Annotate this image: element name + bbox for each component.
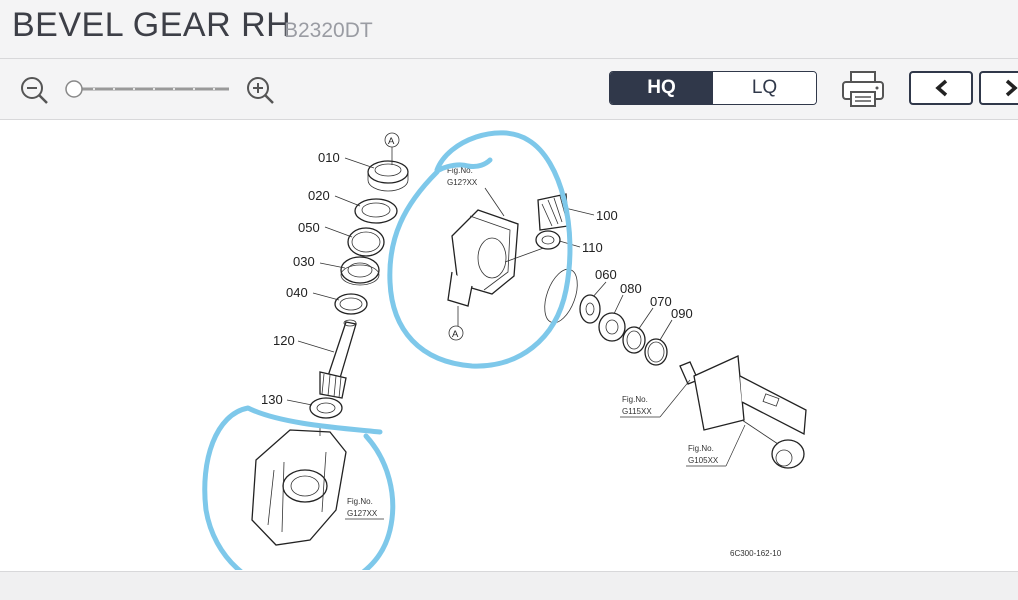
annotation-circle-upper bbox=[387, 130, 573, 369]
fig-ref-axle-flange[interactable]: G115XX bbox=[622, 407, 652, 416]
zoom-out-icon[interactable] bbox=[18, 74, 50, 106]
footer-bar bbox=[0, 571, 1018, 600]
quality-hq-button[interactable]: HQ bbox=[610, 72, 713, 104]
label-130: 130 bbox=[261, 392, 283, 407]
part-090-ring[interactable] bbox=[644, 338, 668, 366]
quality-lq-button[interactable]: LQ bbox=[713, 72, 816, 104]
label-080: 080 bbox=[620, 281, 642, 296]
page-title: BEVEL GEAR RH bbox=[12, 6, 292, 44]
label-090: 090 bbox=[671, 306, 693, 321]
next-page-button[interactable] bbox=[979, 71, 1018, 105]
part-020-ring[interactable] bbox=[354, 198, 398, 224]
part-110-bearing[interactable] bbox=[535, 230, 561, 250]
label-050: 050 bbox=[298, 220, 320, 235]
header-bar: BEVEL GEAR RH B2320DT bbox=[0, 0, 1018, 59]
label-070: 070 bbox=[650, 294, 672, 309]
fig-no-label-4: Fig.No. bbox=[688, 444, 714, 453]
reference-a-top: A bbox=[388, 136, 395, 147]
part-030-bearing[interactable] bbox=[340, 256, 380, 286]
chevron-right-icon bbox=[1005, 79, 1018, 97]
fig-ref-axle-tube[interactable]: G105XX bbox=[688, 456, 719, 465]
label-010: 010 bbox=[318, 150, 340, 165]
label-110: 110 bbox=[582, 240, 603, 255]
part-070-ring[interactable] bbox=[622, 326, 646, 354]
fig-ref-lower[interactable]: G127XX bbox=[347, 509, 378, 518]
parts-diagram: 010 020 050 030 040 120 130 100 110 060 … bbox=[202, 130, 807, 570]
chevron-left-icon bbox=[935, 79, 948, 97]
fig-no-label-3: Fig.No. bbox=[622, 395, 648, 404]
fig-ref-upper[interactable]: G12?XX bbox=[447, 178, 478, 187]
part-060-gear[interactable] bbox=[579, 294, 601, 324]
gearbox-housing-lower[interactable] bbox=[251, 426, 347, 546]
zoom-slider-handle[interactable] bbox=[65, 80, 83, 98]
fig-no-label-1: Fig.No. bbox=[447, 166, 473, 175]
label-040: 040 bbox=[286, 285, 308, 300]
part-040-ring[interactable] bbox=[334, 293, 368, 315]
reference-a-marker-bottom bbox=[448, 325, 464, 341]
part-130-bearing[interactable] bbox=[309, 397, 343, 419]
zoom-slider[interactable] bbox=[64, 78, 234, 100]
label-100: 100 bbox=[596, 208, 618, 223]
quality-toggle: HQ LQ bbox=[609, 71, 817, 105]
part-010-seal[interactable] bbox=[367, 160, 409, 192]
reference-a-marker-top bbox=[384, 132, 400, 148]
part-050-ring[interactable] bbox=[347, 227, 385, 257]
toolbar: HQ LQ bbox=[0, 59, 1018, 120]
label-020: 020 bbox=[308, 188, 330, 203]
part-080-bearing[interactable] bbox=[598, 312, 626, 342]
label-060: 060 bbox=[595, 267, 617, 282]
zoom-in-icon[interactable] bbox=[244, 74, 276, 106]
o-ring[interactable] bbox=[538, 265, 583, 327]
model-number: B2320DT bbox=[284, 19, 373, 42]
part-120-bevel-shaft[interactable] bbox=[319, 319, 357, 399]
annotation-circle-lower bbox=[202, 405, 396, 570]
axle-tube-housing[interactable] bbox=[679, 355, 807, 469]
previous-page-button[interactable] bbox=[909, 71, 973, 105]
gearbox-housing-upper[interactable] bbox=[447, 209, 561, 326]
label-030: 030 bbox=[293, 254, 315, 269]
label-120: 120 bbox=[273, 333, 295, 348]
reference-a-bottom: A bbox=[452, 329, 459, 340]
fig-no-label-2: Fig.No. bbox=[347, 497, 373, 506]
drawing-code: 6C300-162-10 bbox=[730, 549, 782, 558]
printer-icon[interactable] bbox=[840, 69, 886, 109]
